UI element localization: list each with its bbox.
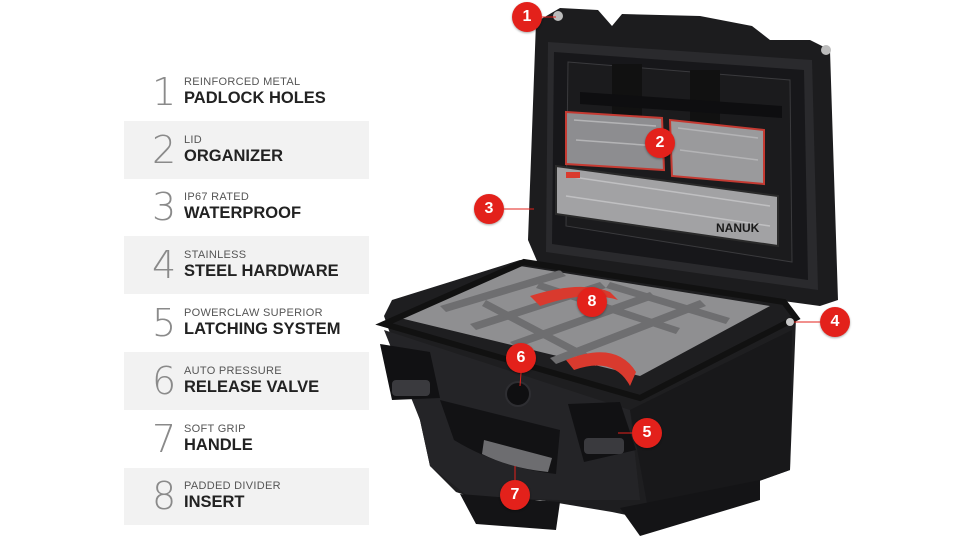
feature-subtitle: POWERCLAW SUPERIOR — [184, 307, 323, 320]
lid-strap — [612, 64, 642, 124]
feature-title: LATCHING SYSTEM — [184, 320, 341, 339]
brand-logo: NANUK — [716, 221, 760, 235]
steel-hardware — [786, 318, 794, 326]
feature-number: 2 — [152, 127, 177, 172]
feature-number: 6 — [152, 358, 177, 403]
lid-strap-band — [580, 92, 782, 118]
feature-subtitle: PADDED DIVIDER — [184, 480, 281, 493]
badge-2: 2 — [645, 128, 675, 158]
feature-subtitle: SOFT GRIP — [184, 422, 246, 435]
base-front — [384, 330, 640, 500]
feature-title: ORGANIZER — [184, 146, 283, 165]
base-foot — [620, 480, 760, 536]
feature-number: 3 — [152, 185, 177, 230]
pressure-valve — [505, 381, 531, 407]
badge-1: 1 — [512, 2, 542, 32]
feature-number: 1 — [152, 69, 177, 114]
badge-6: 6 — [506, 343, 536, 373]
feature-subtitle: REINFORCED METAL — [184, 75, 301, 88]
feature-subtitle: STAINLESS — [184, 249, 247, 262]
feature-subtitle: LID — [184, 133, 203, 146]
latch-right-grip — [584, 438, 624, 454]
base-rim — [375, 258, 801, 402]
base-foot — [460, 494, 560, 530]
badge-7: 7 — [500, 480, 530, 510]
feature-title: RELEASE VALVE — [184, 377, 320, 396]
divider-strap — [566, 352, 636, 386]
organizer-long-pouch — [555, 164, 779, 248]
base-side — [630, 330, 792, 520]
soft-grip-pad — [482, 440, 552, 472]
latch-left-grip — [392, 380, 430, 396]
organizer-pouch — [565, 110, 666, 172]
feature-number: 4 — [152, 243, 177, 288]
feature-subtitle: IP67 RATED — [184, 191, 250, 204]
feature-title: WATERPROOF — [184, 204, 302, 223]
padlock-hole — [553, 11, 563, 21]
feature-title: INSERT — [184, 493, 245, 512]
feature-title: HANDLE — [184, 435, 253, 454]
badge-8: 8 — [577, 287, 607, 317]
feature-subtitle: AUTO PRESSURE — [184, 364, 282, 377]
badge-4: 4 — [820, 307, 850, 337]
feature-title: STEEL HARDWARE — [184, 262, 339, 281]
badge-5: 5 — [632, 418, 662, 448]
badge-3: 3 — [474, 194, 504, 224]
feature-number: 5 — [152, 301, 177, 346]
pouch-zipper-pull — [566, 172, 580, 178]
feature-number: 8 — [152, 474, 177, 519]
organizer-pouch — [668, 118, 765, 186]
feature-number: 7 — [152, 416, 177, 461]
padlock-hole — [821, 45, 831, 55]
feature-title: PADLOCK HOLES — [184, 88, 326, 107]
